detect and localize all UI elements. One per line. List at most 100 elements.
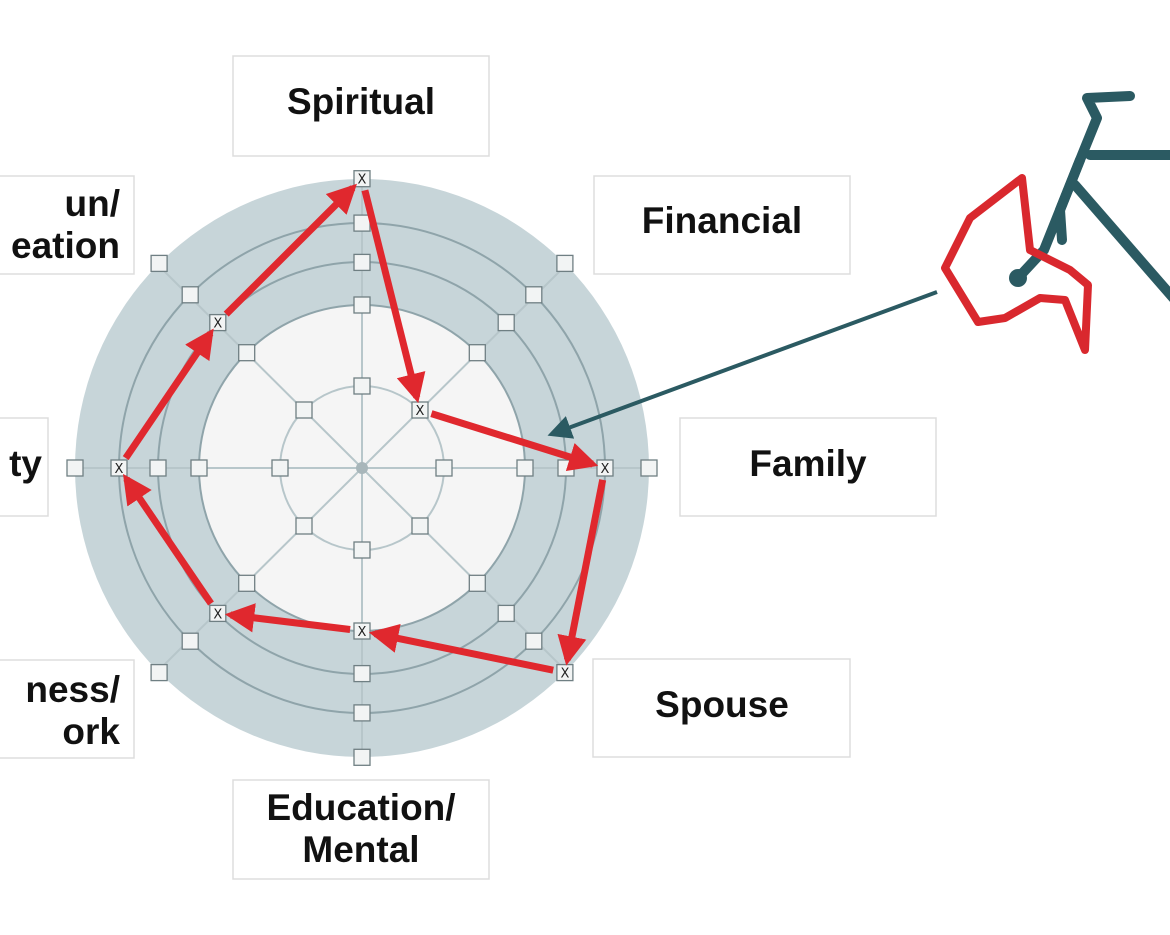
checkbox-spiritual-4[interactable]: X — [353, 170, 371, 188]
checkbox-box — [556, 254, 574, 273]
checkbox-family-1[interactable] — [516, 459, 534, 477]
checkbox-box — [353, 748, 371, 766]
path-arrow-segment — [223, 183, 357, 317]
checkbox-box — [353, 664, 371, 683]
checkbox-community-2[interactable] — [149, 459, 167, 477]
checkbox-box — [497, 313, 515, 332]
checkbox-financial-1[interactable] — [468, 344, 486, 362]
checkbox-box — [238, 344, 256, 362]
path-arrow-segment — [430, 410, 599, 472]
checkbox-box — [150, 663, 168, 682]
checkbox-education-1[interactable]: X — [353, 622, 371, 640]
checkbox-box — [238, 574, 256, 592]
path-arrow-segment — [368, 623, 554, 674]
label-recreation-box — [0, 175, 135, 275]
label-line: Mental — [302, 829, 419, 870]
checkbox-family-2[interactable] — [557, 459, 575, 477]
label-line: un/ — [65, 183, 120, 224]
label-family-text: Family — [749, 443, 867, 484]
checkbox-family-0[interactable] — [435, 459, 453, 477]
checkbox-box — [190, 459, 208, 477]
checkbox-family-3[interactable]: X — [596, 459, 614, 477]
checkbox-financial-4[interactable] — [556, 254, 574, 273]
label-line: ork — [62, 711, 120, 752]
checkbox-box — [497, 604, 515, 623]
checkbox-recreation-3[interactable] — [181, 286, 199, 304]
label-education-box — [232, 779, 490, 880]
checkbox-box — [516, 459, 534, 477]
checkbox-recreation-2[interactable]: X — [209, 313, 227, 332]
label-business-box — [0, 659, 135, 759]
checkbox-spouse-2[interactable] — [497, 604, 515, 623]
checkbox-mark: X — [560, 667, 569, 682]
checkbox-box — [353, 253, 371, 272]
label-line: ness/ — [25, 669, 120, 710]
checkbox-box — [353, 170, 371, 188]
checkbox-education-3[interactable] — [353, 704, 371, 722]
checkbox-spiritual-0[interactable] — [353, 377, 371, 395]
checkbox-financial-0[interactable]: X — [411, 401, 429, 419]
checkbox-mark: X — [213, 607, 222, 622]
label-community-text: ty — [9, 443, 42, 484]
checkbox-box — [209, 313, 227, 332]
checkbox-box — [150, 254, 168, 273]
label-spouse: Spouse — [592, 658, 851, 758]
checkbox-education-2[interactable] — [353, 664, 371, 683]
score-path — [122, 183, 607, 674]
label-spiritual-box — [232, 55, 490, 157]
checkbox-mark: X — [358, 173, 367, 188]
checkbox-community-3[interactable]: X — [110, 459, 128, 477]
checkbox-business-2[interactable]: X — [209, 604, 227, 622]
checkbox-spiritual-2[interactable] — [353, 253, 371, 272]
checkbox-recreation-0[interactable] — [295, 401, 313, 419]
path-arrow-segment — [122, 328, 214, 461]
checkbox-community-1[interactable] — [190, 459, 208, 477]
checkbox-financial-2[interactable] — [497, 313, 515, 332]
label-community-box — [0, 417, 49, 517]
checkbox-box — [353, 704, 371, 722]
path-arrow-segment — [224, 603, 351, 633]
checkbox-mark: X — [213, 317, 222, 332]
checkbox-box — [353, 296, 371, 314]
checkbox-box — [353, 377, 371, 395]
checkbox-box — [295, 517, 313, 535]
checkbox-mark: X — [115, 462, 124, 477]
checkbox-box — [110, 459, 128, 477]
label-recreation-text: un/eation — [11, 183, 120, 266]
label-line: eation — [11, 225, 120, 266]
checkbox-spouse-4[interactable]: X — [556, 663, 574, 682]
checkbox-box — [149, 459, 167, 477]
checkbox-community-0[interactable] — [271, 459, 289, 477]
checkbox-family-4[interactable] — [640, 459, 658, 477]
checkbox-recreation-4[interactable] — [150, 254, 168, 273]
checkbox-spouse-0[interactable] — [411, 517, 429, 535]
path-arrow-segment — [361, 189, 426, 404]
bike-frame-chainstay — [1055, 155, 1085, 245]
path-arrow-segment — [122, 473, 214, 606]
label-business-text: ness/ork — [25, 669, 120, 752]
wheel-shape-icon — [941, 174, 1092, 354]
checkbox-community-4[interactable] — [66, 459, 84, 477]
checkbox-business-1[interactable] — [238, 574, 256, 592]
label-family: Family — [679, 417, 937, 517]
checkbox-business-3[interactable] — [181, 632, 199, 650]
checkbox-business-4[interactable] — [150, 663, 168, 682]
label-spouse-text: Spouse — [655, 684, 789, 725]
label-spiritual: Spiritual — [232, 55, 490, 157]
path-arrow-segment — [557, 479, 607, 666]
bike-frame-down-tube — [1070, 180, 1170, 302]
checkbox-box — [640, 459, 658, 477]
checkbox-spiritual-1[interactable] — [353, 296, 371, 314]
checkbox-education-4[interactable] — [353, 748, 371, 766]
checkbox-box — [295, 401, 313, 419]
checkbox-education-0[interactable] — [353, 541, 371, 559]
checkbox-business-0[interactable] — [295, 517, 313, 535]
hub — [356, 462, 368, 474]
checkbox-spouse-3[interactable] — [525, 632, 543, 650]
checkbox-box — [353, 214, 371, 232]
checkbox-recreation-1[interactable] — [238, 344, 256, 362]
checkbox-spouse-1[interactable] — [468, 574, 486, 592]
checkbox-spiritual-3[interactable] — [353, 214, 371, 232]
checkbox-financial-3[interactable] — [525, 286, 543, 304]
